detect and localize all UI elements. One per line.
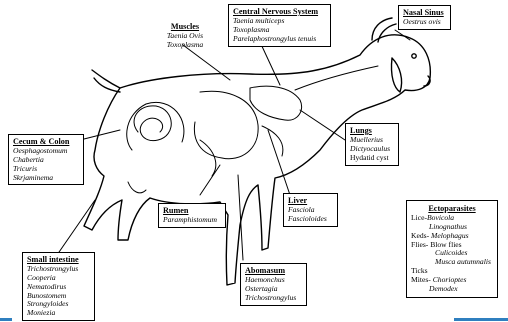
abomasum-item: Trichostrongylus bbox=[245, 294, 302, 303]
rumen-box: Rumen Paramphistomum bbox=[158, 203, 226, 228]
cns-item: Parelaphostrongylus tenuis bbox=[233, 35, 326, 44]
muscles-item: Toxoplasma bbox=[160, 41, 210, 50]
small-intestine-box: Small intestine Trichostrongylus Cooperi… bbox=[22, 252, 95, 321]
cecum-colon-box: Cecum & Colon Oesphagostomum Chabertia T… bbox=[8, 134, 84, 185]
bottom-right-accent-bar bbox=[454, 318, 508, 321]
mites-row-2: Demodex bbox=[411, 285, 493, 294]
lungs-item: Hydatid cyst bbox=[350, 154, 394, 163]
liver-item: Fascioloides bbox=[288, 215, 333, 224]
cns-box: Central Nervous System Taenia multiceps … bbox=[228, 4, 331, 47]
cecum-colon-item: Skrjaminema bbox=[13, 174, 79, 183]
bottom-left-accent-bar bbox=[0, 318, 12, 321]
nasal-sinus-box: Nasal Sinus Oestrus ovis bbox=[398, 5, 451, 30]
nasal-sinus-item: Oestrus ovis bbox=[403, 18, 446, 27]
abomasum-box: Abomasum Haemonchus Ostertagia Trichostr… bbox=[240, 263, 307, 306]
muscles-box: Muscles Taenia Ovis Toxoplasma bbox=[160, 22, 210, 50]
small-intestine-item: Moniezia bbox=[27, 309, 90, 318]
rumen-item: Paramphistomum bbox=[163, 216, 221, 225]
ectoparasites-box: Ectoparasites Lice-Bovicola Linognathus … bbox=[406, 200, 498, 298]
liver-box: Liver Fasciola Fascioloides bbox=[283, 193, 338, 227]
lungs-box: Lungs Muellerius Dictyocaulus Hydatid cy… bbox=[345, 123, 399, 166]
